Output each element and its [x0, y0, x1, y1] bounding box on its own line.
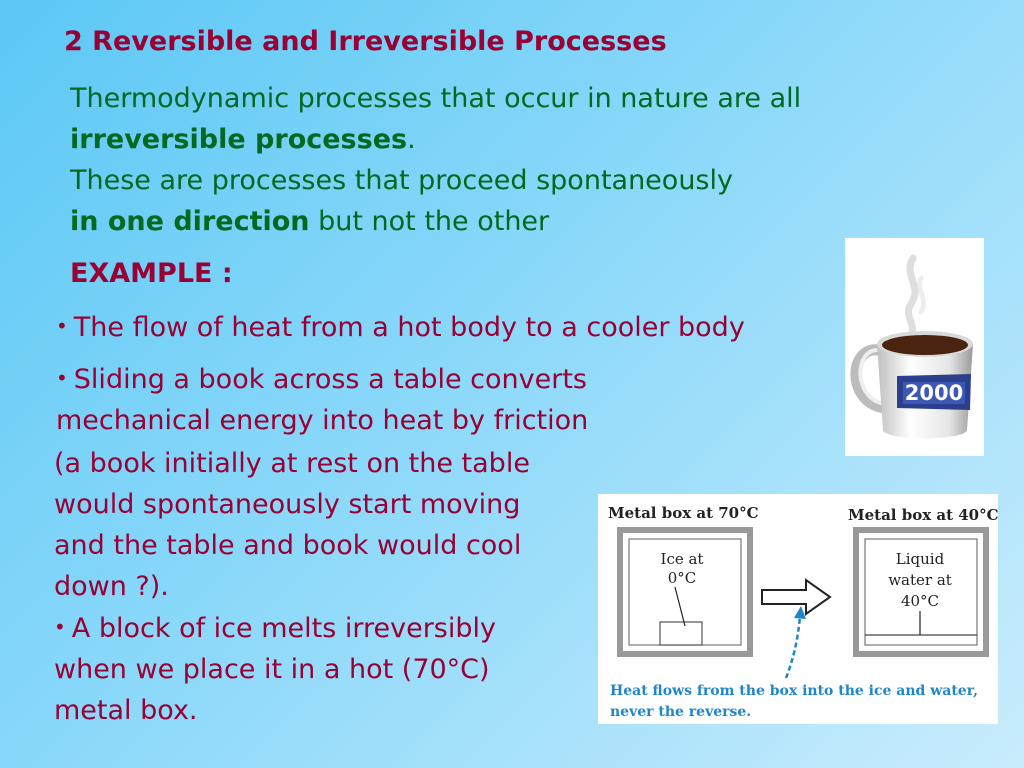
water-label-line1: Liquid: [896, 550, 945, 568]
bullet-sliding-line-1: •Sliding a book across a table converts: [56, 358, 588, 400]
bullet-heat-flow-text: The flow of heat from a hot body to a co…: [73, 312, 745, 343]
ice-pointer-line: [674, 586, 686, 627]
paren-line-3: and the table and book would cool: [54, 530, 522, 561]
bullet-sliding-book: •Sliding a book across a table converts …: [56, 358, 588, 441]
intro-bold-direction: in one direction: [70, 206, 310, 237]
paren-line-1: (a book initially at rest on the table: [54, 448, 530, 479]
water-label-line3: 40°C: [901, 592, 939, 610]
bullet-ice-line-3: metal box.: [54, 695, 198, 726]
intro-line-4-tail: but not the other: [309, 206, 550, 237]
bullet-ice-line-2: when we place it in a hot (70°C): [54, 654, 490, 685]
bullet-dot: •: [56, 314, 68, 338]
paren-and-ice-block: (a book initially at rest on the table w…: [54, 443, 530, 731]
intro-line-3: These are processes that proceed spontan…: [70, 165, 733, 196]
intro-paragraph: Thermodynamic processes that occur in na…: [70, 78, 801, 242]
caption-line2: never the reverse.: [610, 704, 751, 720]
ice-melting-diagram: Metal box at 70°C Ice at 0°C Metal box a…: [598, 494, 999, 724]
right-box-inner: [864, 538, 978, 646]
intro-line-2-tail: .: [407, 124, 416, 155]
bullet-dot: •: [54, 615, 66, 639]
coffee-mug-icon: 2000: [850, 254, 973, 439]
caption-line1: Heat flows from the box into the ice and…: [610, 683, 978, 699]
bullet-sliding-text-1: Sliding a book across a table converts: [73, 364, 587, 395]
water-label-line2: water at: [888, 571, 952, 589]
paren-line-4: down ?).: [54, 571, 169, 602]
intro-bold-irreversible: irreversible processes: [70, 124, 408, 155]
bullet-ice-text-1: A block of ice melts irreversibly: [71, 613, 496, 644]
ice-block: [659, 621, 703, 646]
ice-label-line1: Ice at: [661, 550, 704, 568]
ice-box-figure: Metal box at 70°C Ice at 0°C Metal box a…: [608, 504, 999, 720]
left-metal-box: [617, 527, 753, 657]
intro-line-4: in one direction but not the other: [70, 201, 801, 242]
bullet-sliding-line-2: mechanical energy into heat by friction: [56, 405, 589, 436]
slide-title: 2 Reversible and Irreversible Processes: [64, 26, 667, 57]
heat-flow-arrow: [784, 615, 802, 679]
mug-label-text: 2000: [905, 381, 963, 405]
process-arrow-icon: [761, 578, 832, 616]
right-metal-box: [853, 527, 989, 657]
example-heading: EXAMPLE :: [70, 258, 233, 289]
paren-line-2: would spontaneously start moving: [54, 489, 521, 520]
bullet-heat-flow: •The flow of heat from a hot body to a c…: [56, 306, 745, 348]
intro-line-2: irreversible processes.: [70, 119, 801, 160]
left-box-label: Metal box at 70°C: [608, 504, 759, 522]
heat-flow-arrowhead-icon: [794, 606, 806, 619]
bullet-ice-line-1: •A block of ice melts irreversibly: [54, 607, 530, 649]
bullet-dot: •: [56, 366, 68, 390]
intro-line-1: Thermodynamic processes that occur in na…: [70, 83, 802, 114]
coffee-mug-image: 2000: [845, 238, 984, 456]
ice-label-line2: 0°C: [668, 569, 697, 587]
right-box-label: Metal box at 40°C: [848, 506, 998, 524]
